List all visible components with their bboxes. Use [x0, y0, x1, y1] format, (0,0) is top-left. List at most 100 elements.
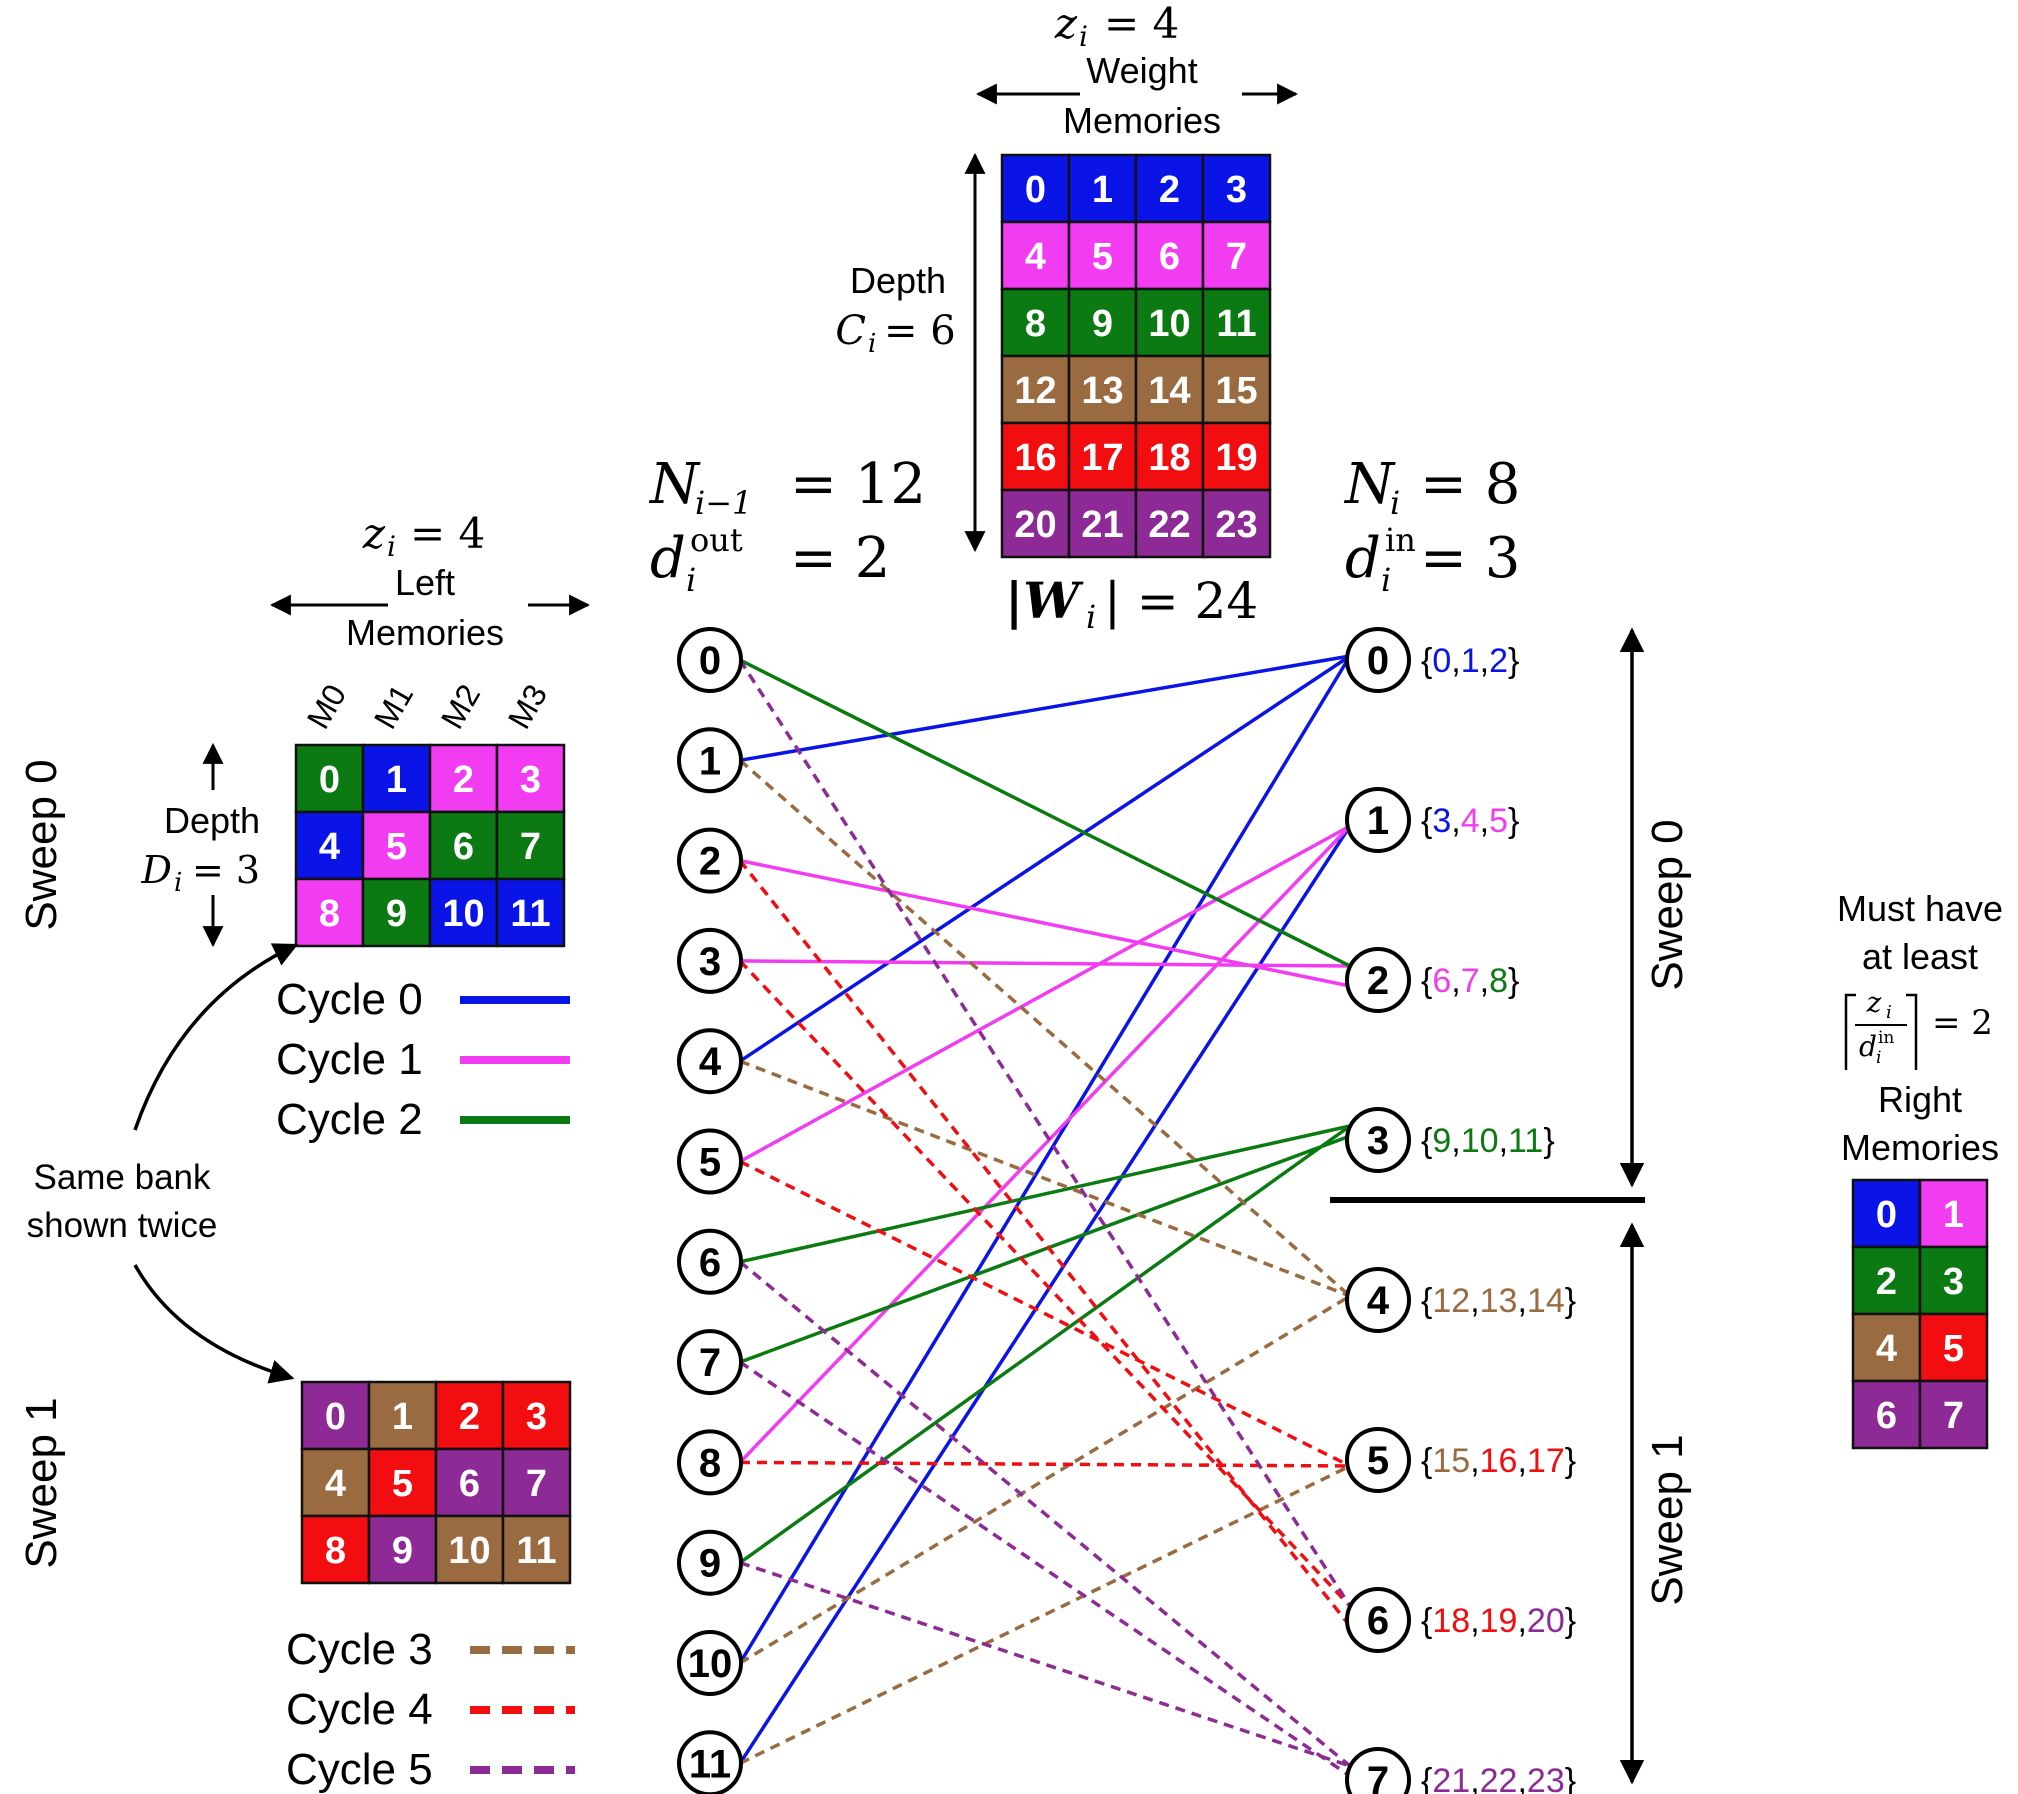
left-node [677, 1128, 743, 1195]
weight-index: 8 [1489, 962, 1508, 1000]
right-memory-cell-label: 5 [1943, 1328, 1964, 1370]
left-sweep1-label: Sweep 1 [17, 1397, 66, 1568]
left-memory-sweep1-cell [434, 1380, 505, 1451]
weight-memory-cell-label: 21 [1081, 504, 1123, 546]
edge-blue [738, 825, 1352, 1765]
right-memory-cell [1918, 1178, 1989, 1249]
left-memory-sweep1-cell [300, 1380, 371, 1451]
left-d-sub: i [686, 561, 696, 599]
weight-memory-cell [1201, 153, 1272, 224]
weight-size-var: |W [1005, 571, 1084, 631]
left-node [677, 1529, 743, 1596]
left-node [677, 627, 743, 693]
legend-label: Cycle 5 [286, 1745, 433, 1794]
left-memory-sweep0-cell-label: 10 [442, 893, 484, 935]
right-node-label: 0 [1367, 639, 1389, 683]
weight-memory-cell-label: 19 [1215, 437, 1257, 479]
left-column-label: M0 [300, 678, 353, 734]
left-n-sub: i−1 [695, 484, 752, 522]
left-memory-sweep1-cell-label: 5 [392, 1463, 413, 1505]
weight-memory-cell-label: 18 [1148, 437, 1190, 479]
left-node-label: 1 [699, 739, 721, 783]
left-node-label: 2 [699, 840, 721, 884]
edge-green [738, 1124, 1352, 1565]
left-memory-sweep1-cell-label: 6 [459, 1463, 480, 1505]
left-memory-sweep0-cell-label: 6 [453, 826, 474, 868]
right-node [1345, 947, 1411, 1013]
same-bank-arrow-up [133, 943, 299, 1131]
right-memory-cell [1851, 1379, 1922, 1450]
weight-size-sub: i [1086, 598, 1096, 636]
same-bank-line2: shown twice [27, 1206, 218, 1245]
left-node-label: 6 [699, 1241, 721, 1285]
right-memory-cell-label: 4 [1876, 1328, 1897, 1370]
edge-brown-dashed [739, 1294, 1351, 1665]
right-n-sub: i [1390, 484, 1400, 522]
weight-memory-cell-label: 15 [1215, 370, 1257, 412]
weight-index: 5 [1489, 802, 1508, 840]
right-node-weight-set: {6,7,8} [1421, 962, 1519, 1000]
weight-memory-cell-label: 22 [1148, 504, 1190, 546]
right-sweep-markers: Sweep 0 Sweep 1 [1330, 627, 1692, 1785]
weight-memory-cell-label: 5 [1092, 236, 1113, 278]
left-node-label: 5 [699, 1141, 721, 1185]
frac-num-sub: i [1886, 1002, 1892, 1023]
right-node-weight-set: {3,4,5} [1421, 802, 1519, 840]
right-sweep1-label: Sweep 1 [1643, 1434, 1692, 1605]
weight-memory-cell [1067, 421, 1138, 492]
same-bank-arrow-down [133, 1264, 295, 1384]
left-node [677, 1730, 743, 1794]
weight-size-eq: | = 24 [1104, 572, 1258, 630]
left-node [677, 927, 743, 994]
right-memory-cell [1918, 1379, 1989, 1450]
left-n-eq: = 12 [790, 452, 926, 517]
left-memory-sweep0-cell [495, 810, 566, 881]
frac-den: d [1859, 1030, 1877, 1063]
weight-index: 19 [1480, 1602, 1518, 1640]
right-memory-cell-label: 6 [1876, 1395, 1897, 1437]
right-memory-cell-label: 3 [1943, 1261, 1964, 1303]
weight-index: 11 [1508, 1122, 1543, 1160]
left-d-sup: out [690, 521, 743, 559]
right-node-label: 6 [1367, 1599, 1389, 1643]
left-memory-sweep1-cell-label: 9 [392, 1530, 413, 1572]
edges-layer [738, 654, 1352, 1778]
right-d-sup: in [1385, 521, 1416, 559]
left-node-label: 3 [699, 940, 721, 984]
weight-memory-cell [1067, 153, 1138, 224]
edge-purple-dashed [738, 1260, 1352, 1768]
left-memory-sweep1-cell [300, 1514, 371, 1585]
right-memory-cell [1851, 1178, 1922, 1249]
left-memory-sweep1-cell-label: 4 [325, 1463, 346, 1505]
left-d-eq: = 2 [790, 526, 890, 591]
weight-depth-var: C [835, 308, 866, 354]
ceil-bracket-right [1906, 993, 1918, 1070]
legend-label: Cycle 4 [286, 1685, 433, 1734]
weight-memory-cell-label: 2 [1159, 169, 1180, 211]
weight-index: 0 [1432, 642, 1451, 680]
left-z-var: z [362, 509, 386, 558]
right-node [1345, 1267, 1411, 1333]
weight-index: 7 [1461, 962, 1480, 1000]
right-mem-line3: Right [1878, 1079, 1962, 1120]
frac-eq: = 2 [1932, 1003, 1993, 1043]
frac-num: z [1866, 986, 1882, 1019]
right-mem-line4: Memories [1841, 1127, 1999, 1168]
weight-depth-eq: = 6 [884, 308, 956, 354]
weight-index: 20 [1527, 1602, 1565, 1640]
edge-pink [739, 959, 1351, 968]
weight-memory-cell [1134, 354, 1205, 425]
right-memory-cell [1851, 1245, 1922, 1316]
weight-memory-cell-label: 17 [1081, 437, 1123, 479]
weight-index: 21 [1432, 1762, 1470, 1794]
weight-memory-cell [1000, 220, 1071, 291]
edge-pink [739, 824, 1351, 1164]
weight-memory-cell-label: 9 [1092, 303, 1113, 345]
left-memory-sweep1-cell-label: 10 [448, 1530, 490, 1572]
right-layer-labels: N i = 8 d in i = 3 [1343, 452, 1520, 599]
weight-index: 22 [1480, 1762, 1518, 1794]
